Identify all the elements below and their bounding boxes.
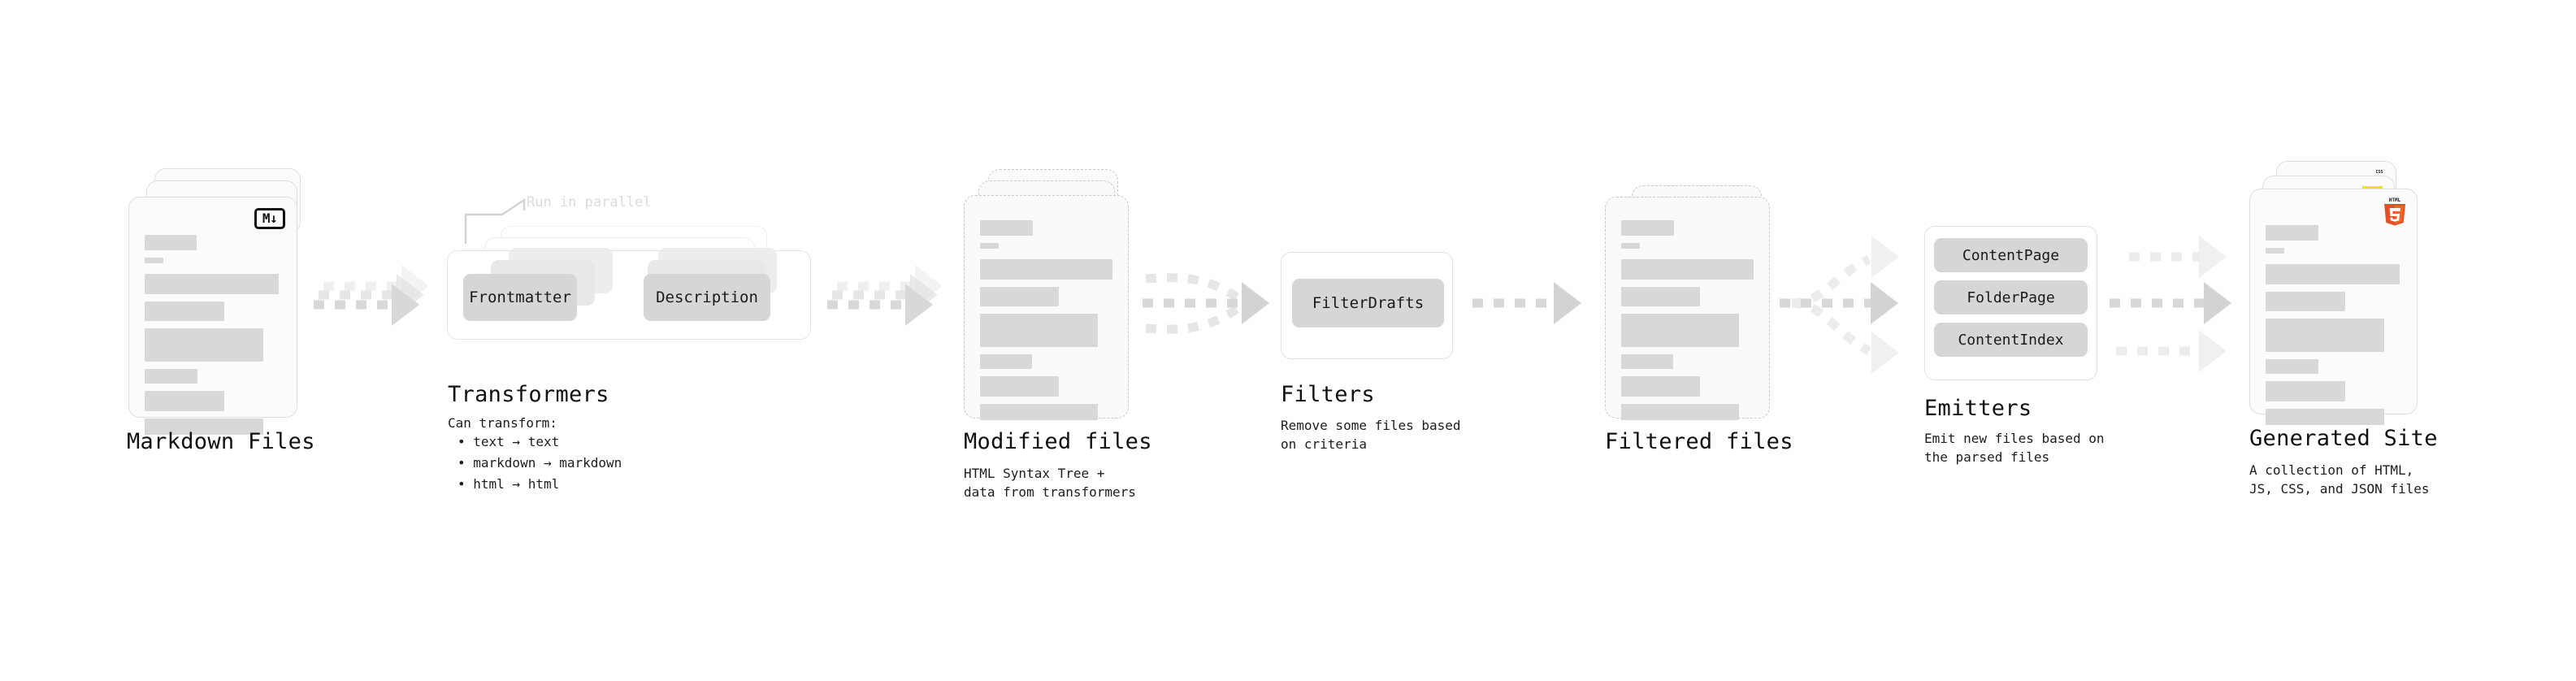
transformers-bullet-1: • markdown → markdown [458,455,622,471]
arrow-transformers-to-modified [827,265,943,326]
transformers-bullet-2: • html → html [458,476,560,492]
filtered-card-content [1621,220,1754,427]
emitters-title: Emitters [1924,396,2032,421]
modified-files-title: Modified files [964,429,1152,454]
html5-wordmark: HTML [2389,197,2401,203]
html5-icon: HTML [2383,196,2407,227]
filter-pill-filterdrafts[interactable]: FilterDrafts [1292,279,1444,327]
filtered-card-front [1605,197,1770,420]
markdown-icon: M↓ [254,208,285,229]
site-card-front: HTML [2249,189,2418,425]
markdown-card-content [145,235,281,442]
arrow-filtered-to-emitters [1780,236,1899,374]
filters-subtitle: Remove some files based on criteria [1281,418,1461,452]
filters-title: Filters [1281,382,1375,407]
arrow-filters-to-filtered [1472,282,1581,324]
modified-card-content [980,220,1112,427]
transformers-bullet-0: • text → text [458,434,560,449]
emitter-pill-contentindex[interactable]: ContentIndex [1934,323,2088,357]
filtered-files-title: Filtered files [1605,429,1793,454]
markdown-card-front: M↓ [128,197,297,435]
emitters-subtitle: Emit new files based on the parsed files [1924,431,2105,465]
emitter-pill-folderpage[interactable]: FolderPage [1934,280,2088,314]
transformers-subtitle-head: Can transform: [448,415,557,431]
arrow-markdown-to-transformers [314,265,429,326]
arrow-emitters-to-site [2110,236,2231,372]
arrow-modified-to-filters [1143,273,1269,334]
html5-shield: HTML [2384,197,2405,226]
run-in-parallel-label: Run in parallel [527,194,652,210]
generated-site-subtitle: A collection of HTML, JS, CSS, and JSON … [2249,462,2430,497]
modified-files-subtitle: HTML Syntax Tree + data from transformer… [964,466,1136,500]
transformers-title: Transformers [448,382,609,407]
site-card-content [2266,225,2401,432]
modified-card-front [964,195,1129,420]
transformer-pill-frontmatter[interactable]: Frontmatter [463,274,577,321]
generated-site-title: Generated Site [2249,426,2438,451]
markdown-files-title: Markdown Files [127,429,315,454]
emitter-pill-contentpage[interactable]: ContentPage [1934,238,2088,272]
transformer-pill-description[interactable]: Description [644,274,770,321]
